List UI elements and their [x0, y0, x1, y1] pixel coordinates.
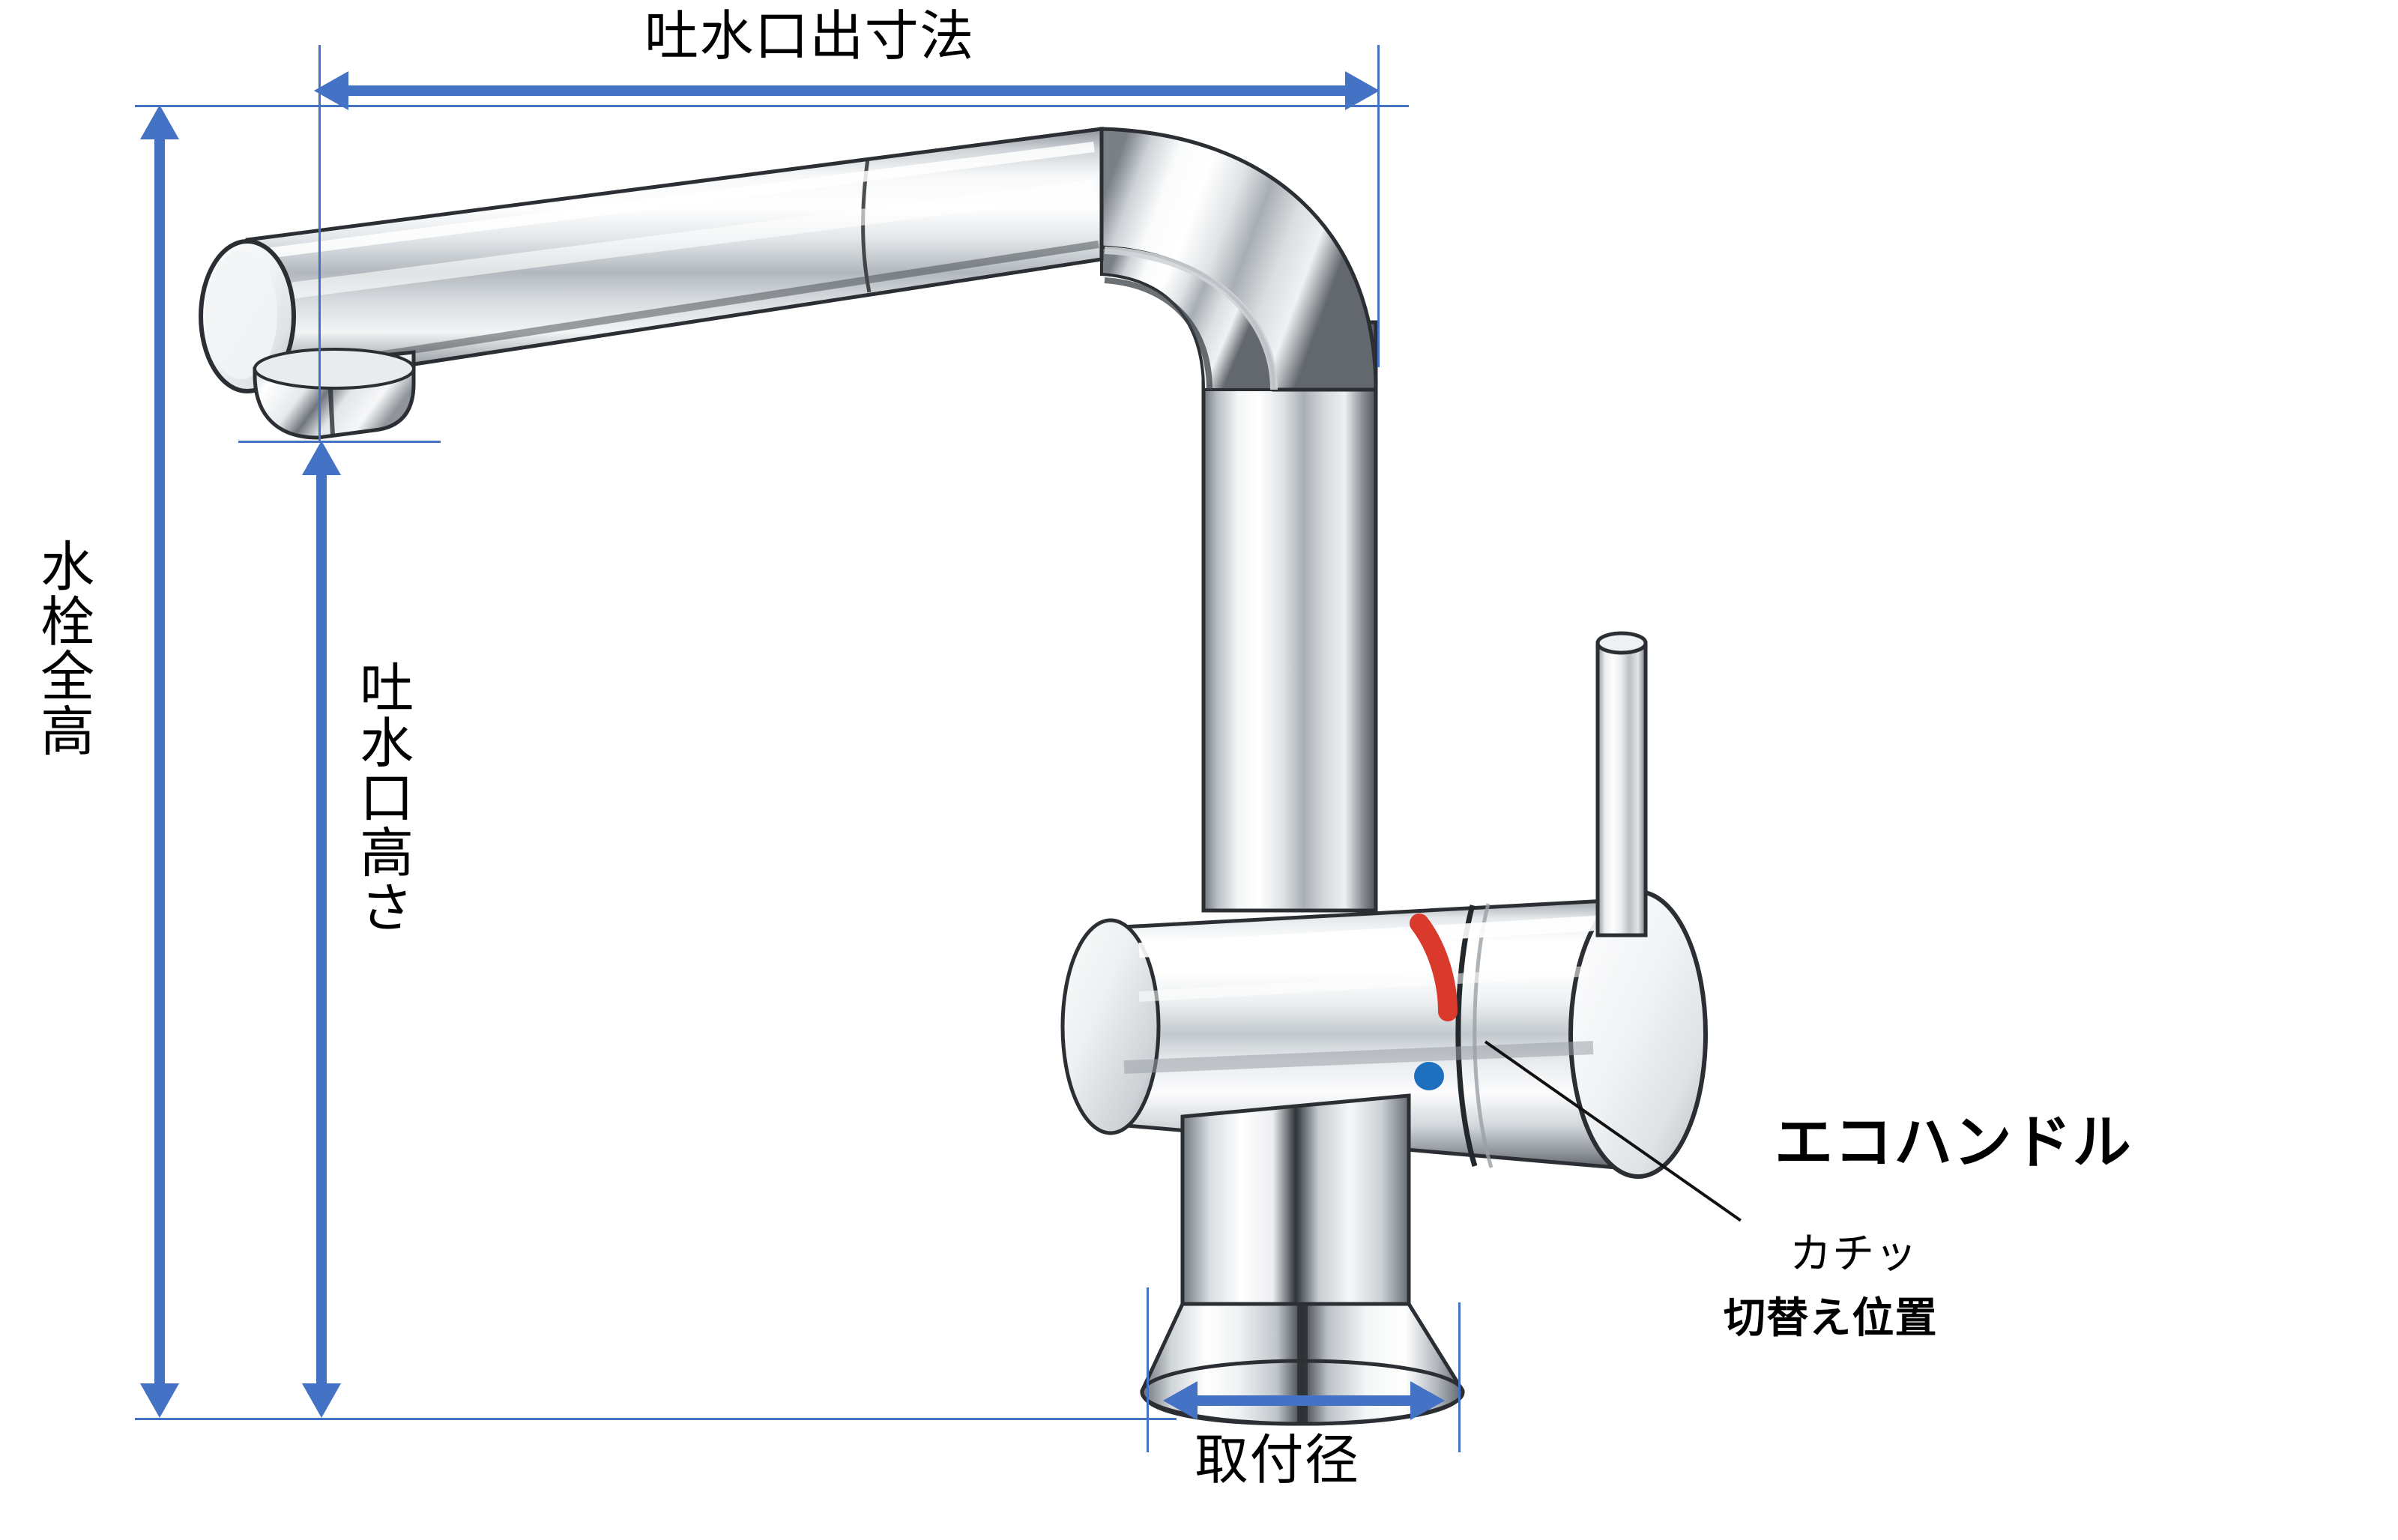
- dim-bar-spout-reach: [348, 85, 1345, 96]
- label-spout-height: 吐水口高さ: [351, 659, 411, 935]
- ext-line-flange-left: [1147, 1287, 1149, 1452]
- arrowhead-up-total-height: [140, 105, 179, 139]
- leader-line-eco-handle: [1484, 1040, 1742, 1222]
- faucet-spout-end-cap: [199, 239, 296, 393]
- ext-line-spout-tip: [318, 45, 321, 442]
- faucet-elbow: [1099, 127, 1378, 392]
- arrowhead-up-spout-height: [302, 441, 341, 475]
- label-spout-reach: 吐水口出寸法: [644, 7, 975, 67]
- arrowhead-left-spout-reach: [314, 71, 348, 110]
- arrowhead-down-total-height: [140, 1383, 179, 1418]
- label-switch-position: 切替え位置: [1724, 1294, 1938, 1341]
- dim-bar-mounting-diameter: [1198, 1395, 1410, 1406]
- hot-cold-indicator-markers: [1410, 914, 1458, 1090]
- faucet-aerator-nozzle: [253, 348, 416, 440]
- arrowhead-down-spout-height: [302, 1383, 341, 1418]
- label-faucet-total-height: 水栓全高: [31, 538, 92, 758]
- faucet-spout-arm: [245, 127, 1104, 392]
- ext-line-bottom-baseline: [135, 1418, 1177, 1420]
- faucet-neck: [1180, 1093, 1411, 1321]
- label-eco-handle: エコハンドル: [1775, 1109, 2133, 1175]
- faucet-lever-stem: [1595, 631, 1648, 937]
- cold-indicator-dot: [1414, 1062, 1444, 1090]
- arrowhead-right-spout-reach: [1345, 71, 1380, 110]
- faucet-riser-column: [1201, 320, 1378, 913]
- faucet-handle-body: [1060, 890, 1708, 1179]
- label-click-sound: カチッ: [1790, 1230, 1918, 1277]
- arrowhead-right-mounting-diameter: [1410, 1381, 1445, 1420]
- hot-indicator-arc: [1410, 914, 1458, 1021]
- dim-bar-spout-height: [316, 475, 327, 1383]
- ext-line-column-back: [1377, 45, 1380, 367]
- label-mounting-diameter: 取付径: [1195, 1431, 1360, 1491]
- ext-line-flange-right: [1458, 1302, 1461, 1452]
- ext-line-top-overall: [135, 105, 1409, 107]
- dim-bar-total-height: [154, 139, 165, 1383]
- arrowhead-left-mounting-diameter: [1163, 1381, 1198, 1420]
